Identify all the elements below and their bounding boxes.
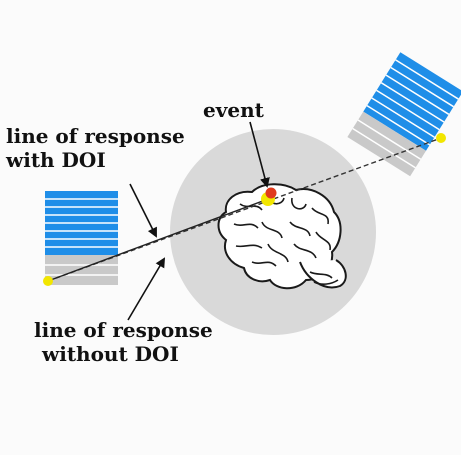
right-detector-block [347, 52, 461, 177]
brain-illustration [217, 183, 347, 290]
event-point [265, 187, 277, 199]
line-without-doi-label: line of response without DOI [34, 318, 213, 366]
event-label: event [203, 98, 264, 122]
line-of-response-with-doi [47, 137, 442, 282]
line-with-doi-label-line1: line of response [6, 124, 185, 148]
without-doi-arrow [127, 257, 166, 321]
left-detector-block [45, 191, 118, 285]
with-doi-arrow [129, 183, 157, 238]
line-of-response-without-doi [47, 198, 269, 282]
event-arrow [249, 121, 270, 188]
line-without-doi-label-line1: line of response [34, 318, 213, 342]
right-interaction-point [436, 133, 446, 143]
line-without-doi-label-line2: without DOI [42, 342, 179, 366]
line-with-doi-label-line2: with DOI [6, 148, 106, 172]
left-interaction-point [43, 276, 53, 286]
line-with-doi-label: line of response with DOI [6, 124, 185, 172]
